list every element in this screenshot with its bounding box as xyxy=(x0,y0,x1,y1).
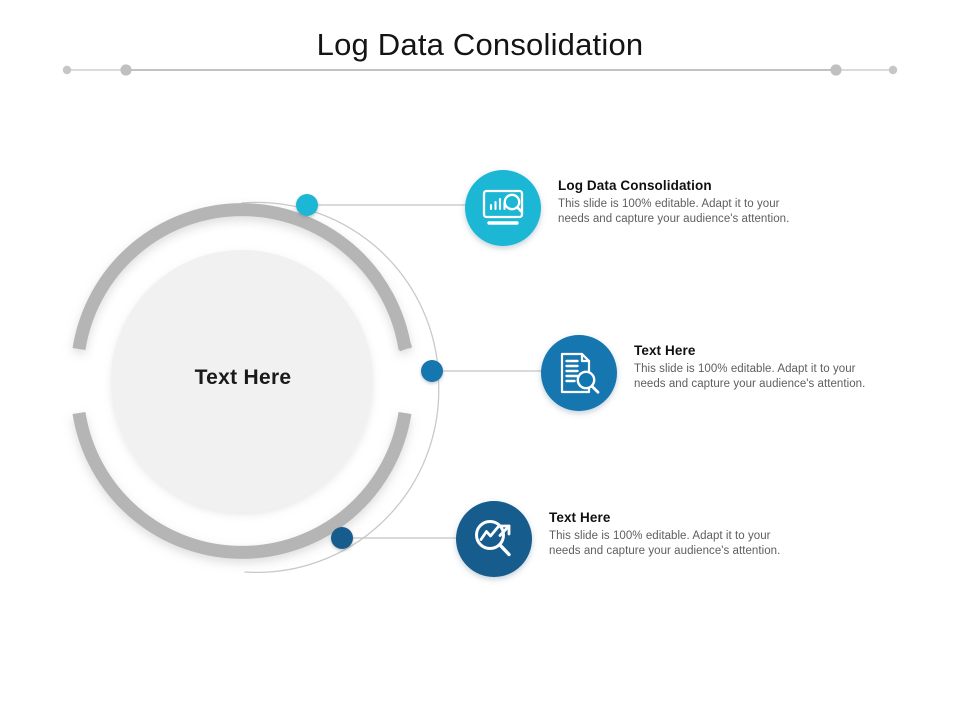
rule-dot-inner-right-icon xyxy=(830,64,842,76)
document-search-icon xyxy=(560,352,600,394)
item-3-circle-bg xyxy=(456,501,532,577)
node-dot-1[interactable] xyxy=(296,194,318,216)
rule-dot-outer-left-icon xyxy=(62,65,72,75)
title-divider xyxy=(62,64,898,76)
rule-dot-outer-right-icon xyxy=(888,65,898,75)
item-3-body: This slide is 100% editable. Adapt it to… xyxy=(549,530,781,557)
node-dot-3[interactable] xyxy=(331,527,353,549)
item-2-heading: Text Here xyxy=(634,343,696,358)
monitor-analytics-search-icon xyxy=(482,189,524,225)
rule-dot-inner-left-icon xyxy=(120,64,132,76)
hub-label: Text Here xyxy=(194,366,292,389)
item-2-icon-circle[interactable] xyxy=(541,335,617,411)
item-1-circle-bg xyxy=(465,170,541,246)
item-2-circle-bg xyxy=(541,335,617,411)
item-3-icon-circle[interactable] xyxy=(456,501,532,577)
search-trend-arrow-icon xyxy=(475,520,511,557)
node-dot-2[interactable] xyxy=(421,360,443,382)
hub-ring xyxy=(72,203,413,559)
item-2-body: This slide is 100% editable. Adapt it to… xyxy=(634,363,866,390)
item-1-body: This slide is 100% editable. Adapt it to… xyxy=(558,198,790,225)
item-3-text-block: Text Here This slide is 100% editable. A… xyxy=(549,509,801,558)
hub-inner-disc xyxy=(111,250,373,512)
page-title: Log Data Consolidation xyxy=(316,27,644,62)
hub-outer-arc xyxy=(241,201,440,574)
item-2-text-block: Text Here This slide is 100% editable. A… xyxy=(634,342,886,391)
item-1-text-block: Log Data Consolidation This slide is 100… xyxy=(558,177,808,226)
item-1-icon-circle[interactable] xyxy=(465,170,541,246)
item-3-heading: Text Here xyxy=(549,510,611,525)
item-1-heading: Log Data Consolidation xyxy=(558,178,712,193)
